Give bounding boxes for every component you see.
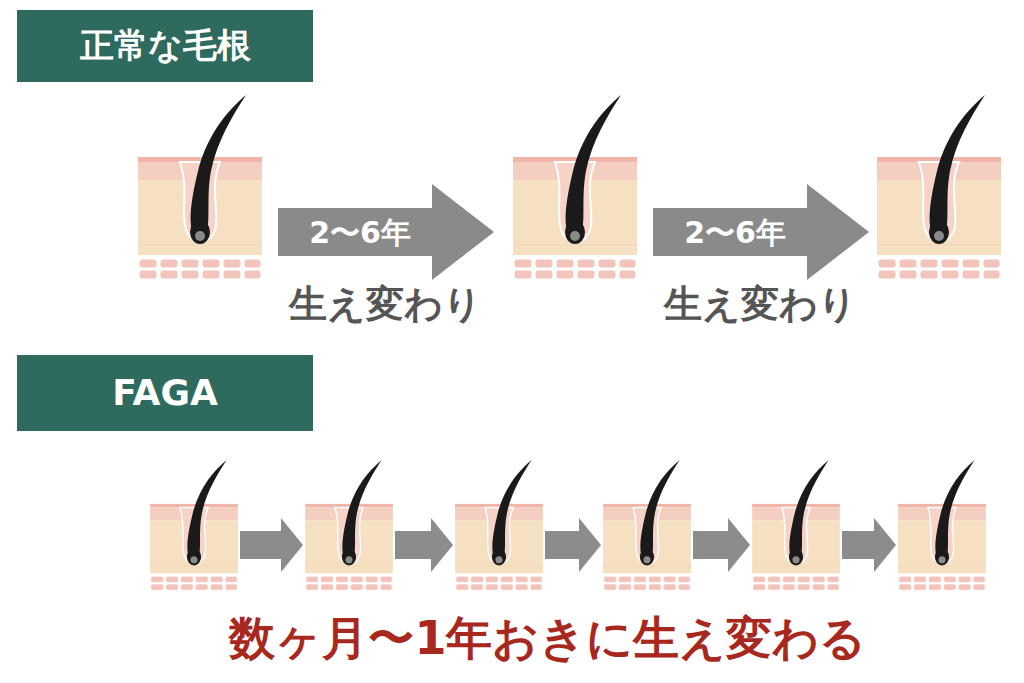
header-text: FAGA [112, 373, 218, 413]
arrow-fill [278, 184, 494, 280]
arrow-text-area: 2〜6年 [653, 208, 817, 256]
section-header: FAGA [17, 355, 313, 431]
gray-arrow [395, 518, 453, 572]
hair-follicle [603, 460, 691, 590]
arrow-fill [653, 184, 869, 280]
gray-arrow [693, 518, 750, 572]
gray-arrow [842, 518, 896, 572]
hair-follicle [752, 460, 840, 590]
gray-arrow [240, 518, 303, 572]
hair-follicle [138, 95, 262, 279]
cycle-label: 生え変わり [664, 284, 857, 326]
hair-follicle [898, 460, 986, 590]
cycle-label: 生え変わり [289, 284, 482, 326]
duration-text: 2〜6年 [309, 216, 411, 249]
header-text: 正常な毛根 [80, 27, 251, 64]
hair-follicle [305, 460, 393, 590]
summary-note: 数ヶ月〜1年おきに生え変わる [229, 613, 866, 664]
hair-follicle [877, 95, 1001, 279]
duration-text: 2〜6年 [684, 216, 786, 249]
section-header: 正常な毛根 [17, 10, 313, 82]
hair-follicle [455, 460, 543, 590]
hair-follicle [513, 95, 637, 279]
gray-arrow [545, 518, 601, 572]
block-arrow: 2〜6年 [278, 184, 494, 280]
block-arrow: 2〜6年 [653, 184, 869, 280]
arrow-text-area: 2〜6年 [278, 208, 442, 256]
hair-follicle [150, 460, 238, 590]
